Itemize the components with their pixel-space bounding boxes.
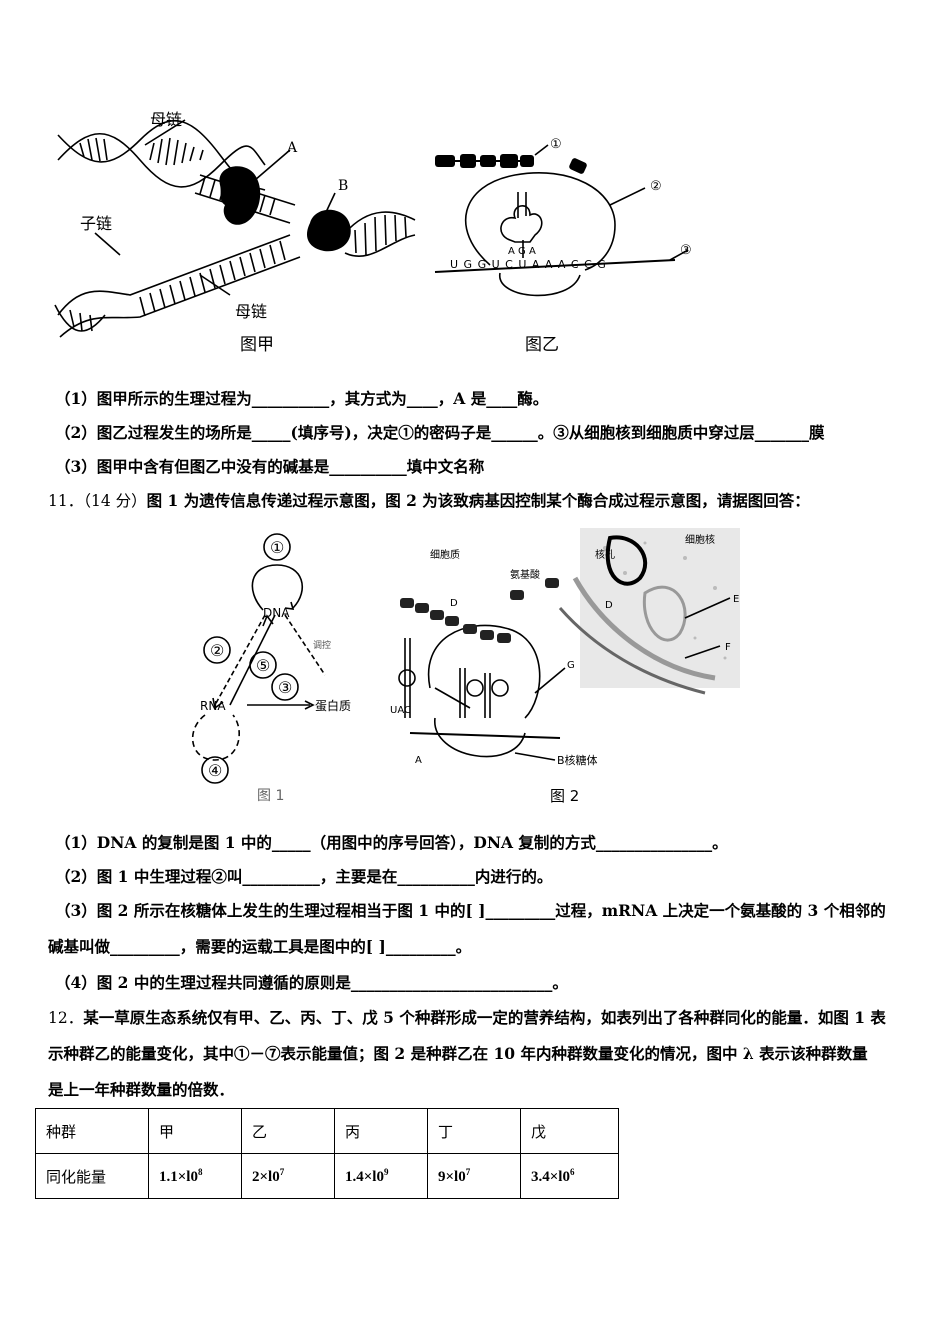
q12-line-3: 是上一年种群数量的倍数． [48, 1080, 235, 1099]
table-cell-wu: 3.4×l06 [520, 1153, 619, 1199]
label-circle-3: ③ [680, 243, 692, 258]
energy-table: 种群 甲 乙 丙 丁 戊 同化能量 1.1×l08 2×l07 1.4×l09 … [35, 1108, 619, 1199]
q12-number: 12． [48, 1009, 84, 1027]
table-cell-yi: 2×l07 [241, 1153, 335, 1199]
q11-part-3b: 碱基叫做_________，需要的运载工具是图中的[ ]_________。 [48, 937, 472, 956]
fig1-side-note: 调控 [313, 639, 331, 651]
fig1-rna: RNA [200, 699, 226, 713]
fig1-protein: 蛋白质 [315, 698, 351, 713]
q11-part-3a: （3）图 2 所示在核糖体上发生的生理过程相当于图 1 中的[ ]_______… [55, 901, 886, 920]
fig2-nucleus: 细胞核 [685, 533, 715, 546]
label-a: A [286, 140, 298, 156]
table-header-cell: 丙 [334, 1108, 428, 1154]
fig2-label-f: F [725, 642, 731, 653]
table-header-cell: 甲 [148, 1108, 242, 1154]
label-mother-strand-bottom: 母链 [235, 302, 267, 321]
q10-part-2: （2）图乙过程发生的场所是_____(填序号)，决定①的密码子是______。③… [55, 423, 825, 442]
q11-part-4: （4）图 2 中的生理过程共同遵循的原则是___________________… [55, 973, 568, 992]
figure-enzyme-synthesis: 细胞质 氨基酸 细胞核 核孔 D D E F G UAC A B核糖体 图 2 [390, 528, 740, 805]
fig1-label-1: ① [270, 538, 284, 557]
fig1-label-2: ② [210, 641, 224, 660]
fig1-label-4: ④ [208, 761, 222, 780]
label-child-strand: 子链 [80, 214, 112, 233]
fig1-label-5: ⑤ [256, 656, 270, 675]
fig2-label-d2: D [605, 600, 613, 611]
q10-part-3: （3）图甲中含有但图乙中没有的碱基是__________填中文名称 [55, 457, 485, 476]
table-header-cell: 戊 [520, 1108, 619, 1154]
q11-intro: 11．（14 分）图 1 为遗传信息传递过程示意图，图 2 为该致病基因控制某个… [48, 489, 810, 511]
table-header-row: 种群 甲 乙 丙 丁 戊 [35, 1108, 619, 1154]
enzyme-b-shape [307, 209, 351, 252]
label-mrna-sequence: U G G U C U A A A C C G [450, 258, 607, 271]
q12-line-1: 12．某一草原生态系统仅有甲、乙、丙、丁、戊 5 个种群形成一定的营养结构，如表… [48, 1006, 886, 1028]
figure-central-dogma: ① ② ⑤ ③ ④ DNA RNA 蛋白质 调控 图 1 [191, 533, 351, 804]
label-anticodon: A G A [508, 246, 536, 257]
fig1-dna: DNA [263, 606, 290, 620]
q12-line-1-text: 某一草原生态系统仅有甲、乙、丙、丁、戊 5 个种群形成一定的营养结构，如表列出了… [83, 1008, 886, 1027]
fig1-caption: 图 1 [257, 788, 284, 804]
table-cell-ding: 9×l07 [427, 1153, 521, 1199]
table-row-label: 同化能量 [35, 1153, 149, 1199]
table-header-cell: 丁 [427, 1108, 521, 1154]
q11-number: 11．（14 分） [48, 492, 147, 510]
caption-fig-a: 图甲 [240, 335, 274, 355]
fig2-caption: 图 2 [550, 787, 579, 805]
fig2-label-d1: D [450, 598, 458, 609]
q12-line-2: 示种群乙的能量变化，其中①－⑦表示能量值；图 2 是种群乙在 10 年内种群数量… [48, 1044, 868, 1063]
fig2-ribosome: B核糖体 [557, 753, 598, 767]
fig1-label-3: ③ [278, 678, 292, 697]
table-cell-bing: 1.4×l09 [334, 1153, 428, 1199]
fig2-label-e: E [733, 594, 739, 605]
q11-intro-text: 图 1 为遗传信息传递过程示意图，图 2 为该致病基因控制某个酶合成过程示意图，… [146, 491, 810, 510]
q10-part-1: （1）图甲所示的生理过程为__________，其方式为____，A 是____… [55, 389, 549, 408]
q11-part-2: （2）图 1 中生理过程②叫__________，主要是在__________内… [55, 867, 553, 886]
fig2-label-a: A [415, 755, 422, 766]
label-mother-strand-top: 母链 [150, 110, 182, 129]
label-b: B [338, 178, 348, 194]
table-header-cell: 乙 [241, 1108, 335, 1154]
fig2-uac: UAC [390, 705, 411, 716]
q11-part-1: （1）DNA 的复制是图 1 中的_____（用图中的序号回答），DNA 复制的… [55, 833, 728, 852]
fig2-cytoplasm: 细胞质 [430, 548, 460, 561]
fig2-amino-acid: 氨基酸 [510, 568, 540, 581]
table-row: 同化能量 1.1×l08 2×l07 1.4×l09 9×l07 3.4×l06 [35, 1153, 619, 1199]
table-cell-jia: 1.1×l08 [148, 1153, 242, 1199]
figure-translation: ① ② ③ A G A U G G U C U A A A C C G 图乙 [434, 137, 692, 355]
fig2-label-g: G [567, 660, 575, 671]
label-circle-1: ① [550, 137, 562, 152]
enzyme-a-shape [219, 166, 261, 225]
caption-fig-b: 图乙 [525, 335, 559, 355]
label-circle-2: ② [650, 179, 662, 194]
table-header-cell: 种群 [35, 1108, 149, 1154]
figure-dna-replication: 母链 子链 母链 A B 图甲 [54, 110, 416, 355]
fig2-nuclear-pore: 核孔 [595, 548, 615, 561]
